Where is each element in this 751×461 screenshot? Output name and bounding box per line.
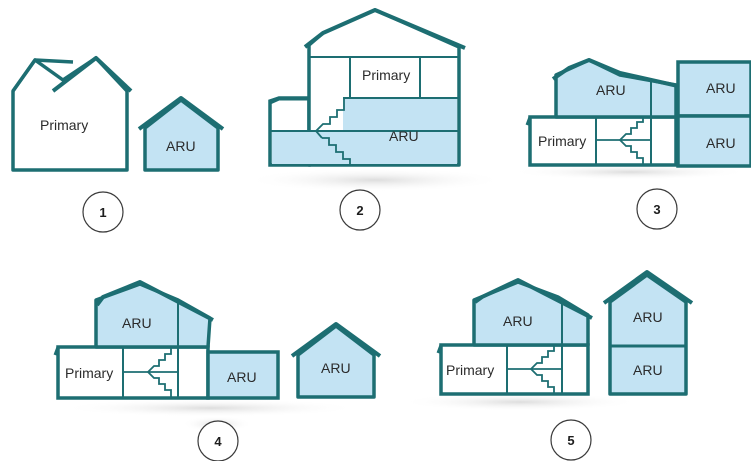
- aru-detached-bottom-label-5: ARU: [633, 362, 663, 378]
- house-with-upper-aru-3: ARU Primary: [525, 58, 679, 167]
- primary-label-1: Primary: [40, 117, 88, 133]
- diagram-4: ARU Primary ARU ARU 4: [53, 280, 382, 461]
- number-badge-2: 2: [339, 189, 381, 231]
- number-4: 4: [214, 434, 222, 449]
- number-1: 1: [99, 205, 106, 220]
- diagram-1: Primary ARU 1: [11, 56, 225, 233]
- house-with-upper-aru-5: ARU Primary: [436, 278, 593, 396]
- aru-detached-label-4: ARU: [321, 360, 351, 376]
- primary-label-3: Primary: [538, 133, 586, 149]
- number-3: 3: [653, 202, 660, 217]
- diagram-5: ARU Primary ARU ARU 5: [400, 270, 694, 461]
- primary-label-2: Primary: [362, 67, 410, 83]
- diagram-3: ARU Primary ARU ARU 3: [510, 58, 751, 230]
- aru-garage-top-label-3: ARU: [706, 80, 736, 96]
- aru-detached-4: ARU: [290, 322, 382, 399]
- split-level-house-2: Primary ARU: [268, 8, 466, 167]
- aru-label-1: ARU: [166, 138, 196, 154]
- primary-house-1: Primary: [11, 56, 133, 172]
- house-with-upper-aru-4: ARU Primary: [53, 280, 214, 400]
- garage-aru-3: ARU ARU: [676, 60, 751, 168]
- aru-label-2: ARU: [389, 128, 419, 144]
- aru-upper-label-4: ARU: [122, 315, 152, 331]
- aru-detached-1: ARU: [137, 96, 225, 172]
- number-badge-1: 1: [82, 191, 124, 233]
- number-2: 2: [356, 203, 363, 218]
- aru-upper-label-5: ARU: [503, 313, 533, 329]
- aru-upper-label-3: ARU: [596, 82, 626, 98]
- aru-attached-4: ARU: [206, 350, 280, 400]
- aru-detached-top-label-5: ARU: [633, 309, 663, 325]
- aru-attached-label-4: ARU: [227, 369, 257, 385]
- primary-label-5: Primary: [446, 362, 494, 378]
- aru-detached-two-storey-5: ARU ARU: [602, 270, 694, 396]
- diagram-2: Primary ARU 2: [245, 8, 505, 231]
- number-5: 5: [567, 433, 574, 448]
- number-badge-4: 4: [197, 420, 239, 461]
- primary-label-4: Primary: [65, 365, 113, 381]
- number-badge-5: 5: [550, 419, 592, 461]
- aru-garage-bottom-label-3: ARU: [706, 135, 736, 151]
- number-badge-3: 3: [636, 188, 678, 230]
